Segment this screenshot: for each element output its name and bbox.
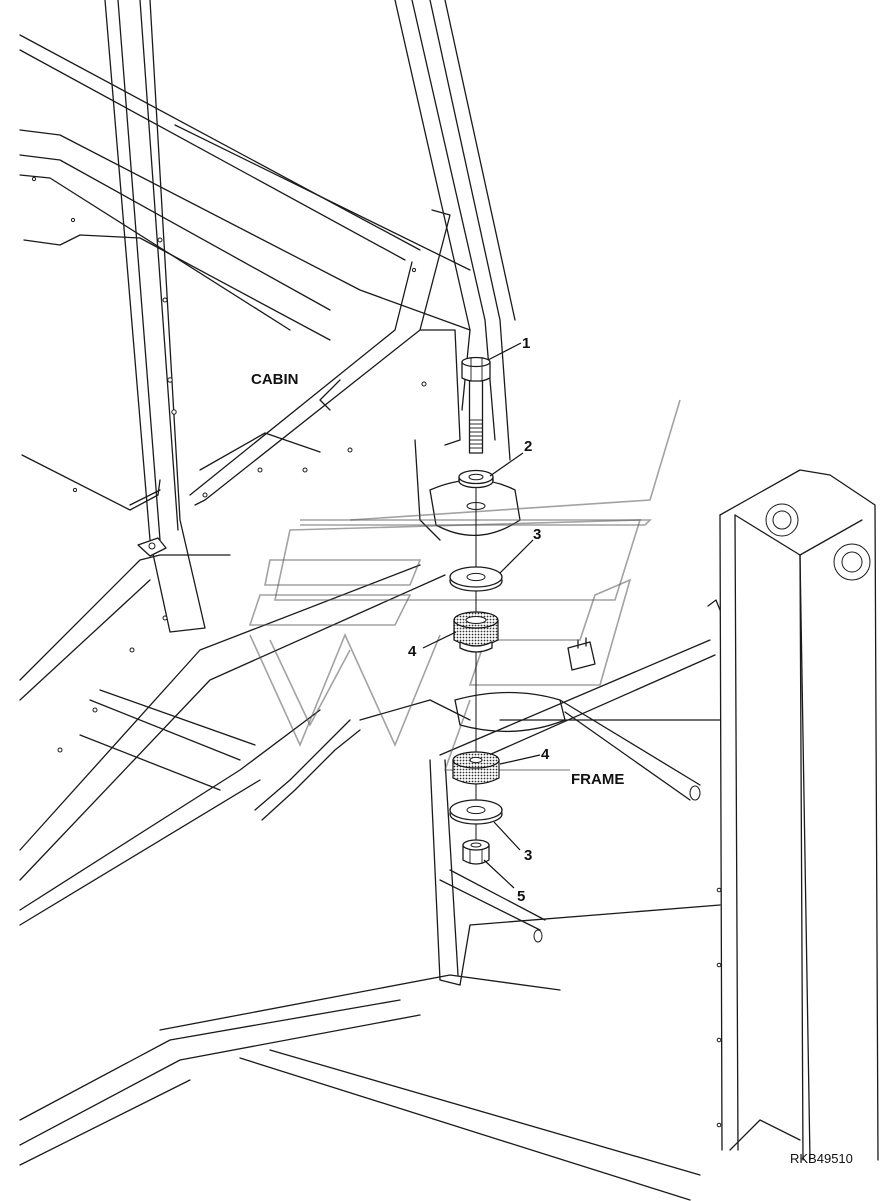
callout-number-4-lower: 4	[541, 746, 550, 763]
drawing-code: RKB49510	[790, 1151, 853, 1166]
washer-part-2	[458, 469, 494, 489]
washer-part-3-lower	[449, 799, 503, 825]
washer-part-3-upper	[449, 566, 503, 592]
callout-number-2: 2	[524, 438, 532, 455]
rubber-mount-part-4-upper	[453, 611, 499, 653]
callout-leaders	[422, 342, 541, 889]
callout-number-1: 1	[522, 335, 530, 352]
cabin-structure	[19, 0, 701, 1201]
callout-number-3-upper: 3	[533, 526, 541, 543]
callout-number-4-upper: 4	[408, 643, 417, 660]
frame-structure	[254, 469, 879, 1161]
rubber-mount-part-4-lower	[452, 751, 500, 785]
callout-number-3-lower: 3	[524, 847, 532, 864]
bolt-part-1	[461, 356, 491, 454]
callout-number-5: 5	[517, 888, 525, 905]
cabin-label: CABIN	[251, 371, 299, 388]
nut-part-5	[462, 839, 490, 865]
frame-label: FRAME	[571, 771, 624, 788]
